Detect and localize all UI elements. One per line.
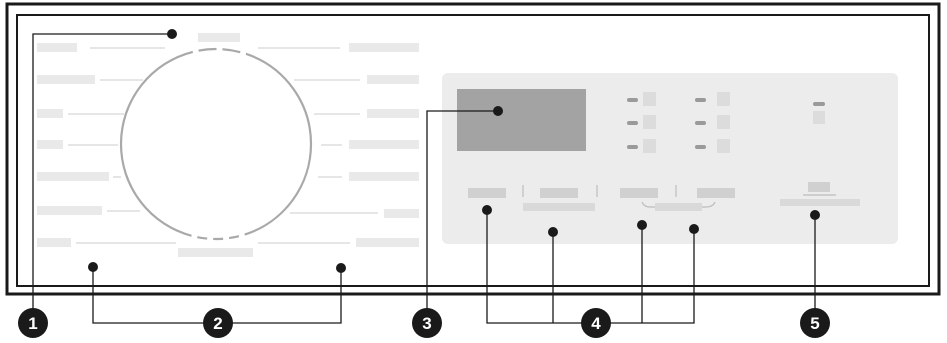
program-label-placeholder [37,172,109,181]
program-dial[interactable] [119,47,313,241]
indicator-led [627,121,638,125]
callout-dot [88,262,98,272]
program-label-placeholder [367,75,419,84]
indicator-box [643,115,656,129]
callout-number: 1 [28,314,37,333]
callout-1-line [32,33,172,322]
program-label-placeholder [356,238,419,247]
callout-badge-circle [203,308,233,338]
option-button-label [523,203,595,211]
program-label-placeholder [37,238,71,247]
start-pause-button[interactable] [808,182,830,192]
indicator-box [643,92,656,106]
start-button-label [780,199,860,206]
program-label-placeholder [349,43,419,52]
callout-badge-1: 1 [18,308,48,338]
callout-badge-3: 3 [412,308,442,338]
option-button-label [655,203,702,211]
lcd-screen [457,89,586,151]
option-indicators [627,92,825,153]
indicator-led [695,98,706,102]
callout-dots [88,29,820,273]
indicator-led [695,145,706,149]
callout-badge-circle [18,308,48,338]
callout-number: 4 [591,314,601,333]
program-label-placeholder [37,206,102,215]
dial-left-labels [37,43,176,247]
indicator-box [717,115,730,129]
callout-badge-2: 2 [203,308,233,338]
callout-dot [637,220,647,230]
callout-dot [548,227,558,237]
program-label-placeholder [37,140,63,149]
indicator-led [627,98,638,102]
option-button[interactable] [697,188,735,198]
callout-badge-circle [412,308,442,338]
indicator-box [717,92,730,106]
callout-number: 2 [213,314,222,333]
callout-badge-5: 5 [800,308,830,338]
callout-badge-circle [800,308,830,338]
callout-number: 5 [810,314,819,333]
option-button[interactable] [540,188,578,198]
program-label-placeholder [37,109,63,118]
callout-badge-4: 4 [581,308,611,338]
option-button-row [468,182,860,211]
callout-number: 3 [422,314,431,333]
indicator-box [643,139,656,153]
indicator-box [813,111,825,124]
program-label-placeholder [349,140,419,149]
callout-dot [482,205,492,215]
indicator-led [627,145,638,149]
callout-dot [167,29,177,39]
panel-outer-frame [5,2,941,296]
program-label-placeholder [37,75,95,84]
callout-dot [336,263,346,273]
callout-dot [689,224,699,234]
callout-dot [493,106,503,116]
callout-3-line [426,110,498,322]
indicator-box [717,139,730,153]
program-label-placeholder [37,43,77,52]
panel-inner-frame [16,14,930,287]
program-label-placeholder [367,109,419,118]
option-button[interactable] [468,188,506,198]
indicator-led [695,121,706,125]
program-label-placeholder [178,248,253,257]
callout-dot [810,210,820,220]
indicator-led [813,102,825,106]
program-label-placeholder [384,209,419,218]
callout-badge-circle [581,308,611,338]
program-label-placeholder [349,172,419,181]
program-label-placeholder [198,33,240,42]
dial-right-labels [178,33,419,257]
option-button[interactable] [620,188,658,198]
